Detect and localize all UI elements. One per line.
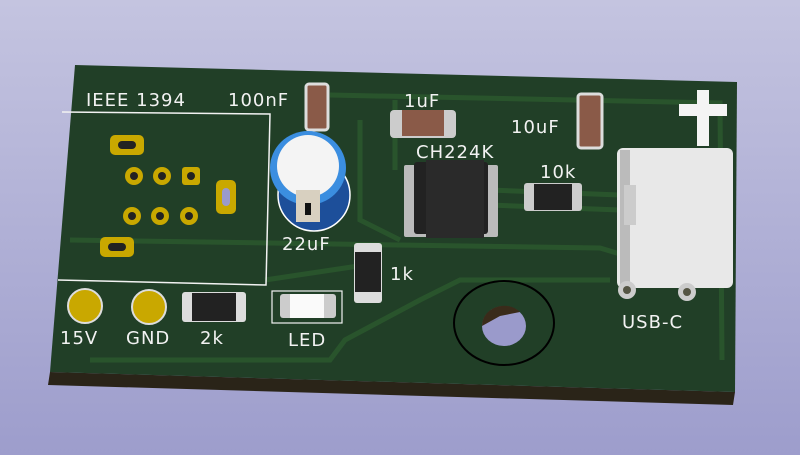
- label-1k: 1k: [390, 264, 414, 285]
- connector-label: IEEE 1394: [86, 90, 186, 111]
- label-10uf: 10uF: [511, 117, 560, 138]
- mounting-hole-outline: [453, 280, 555, 366]
- label-led: LED: [288, 330, 326, 351]
- label-usb-c: USB-C: [622, 312, 683, 333]
- ic-ch224k[interactable]: [404, 160, 498, 238]
- capacitor-22uf[interactable]: [270, 131, 351, 232]
- pad-gnd[interactable]: [131, 289, 167, 325]
- label-2k: 2k: [200, 328, 224, 349]
- label-22uf: 22uF: [282, 234, 331, 255]
- label-10k: 10k: [540, 162, 576, 183]
- capacitor-10uf[interactable]: [576, 92, 604, 150]
- label-gnd: GND: [126, 328, 170, 349]
- label-15v: 15V: [60, 328, 98, 349]
- label-1uf: 1uF: [404, 91, 440, 112]
- connector-outline: [57, 111, 271, 286]
- led-outline: [271, 290, 343, 324]
- plus-icon: [679, 90, 727, 146]
- board-edge: [48, 372, 735, 405]
- pad-15v[interactable]: [67, 288, 103, 324]
- connector-pads: [100, 135, 236, 257]
- label-100nf: 100nF: [228, 90, 289, 111]
- usb-c-connector[interactable]: [617, 148, 733, 301]
- capacitor-100nf[interactable]: [304, 82, 330, 132]
- label-ch224k: CH224K: [416, 142, 494, 163]
